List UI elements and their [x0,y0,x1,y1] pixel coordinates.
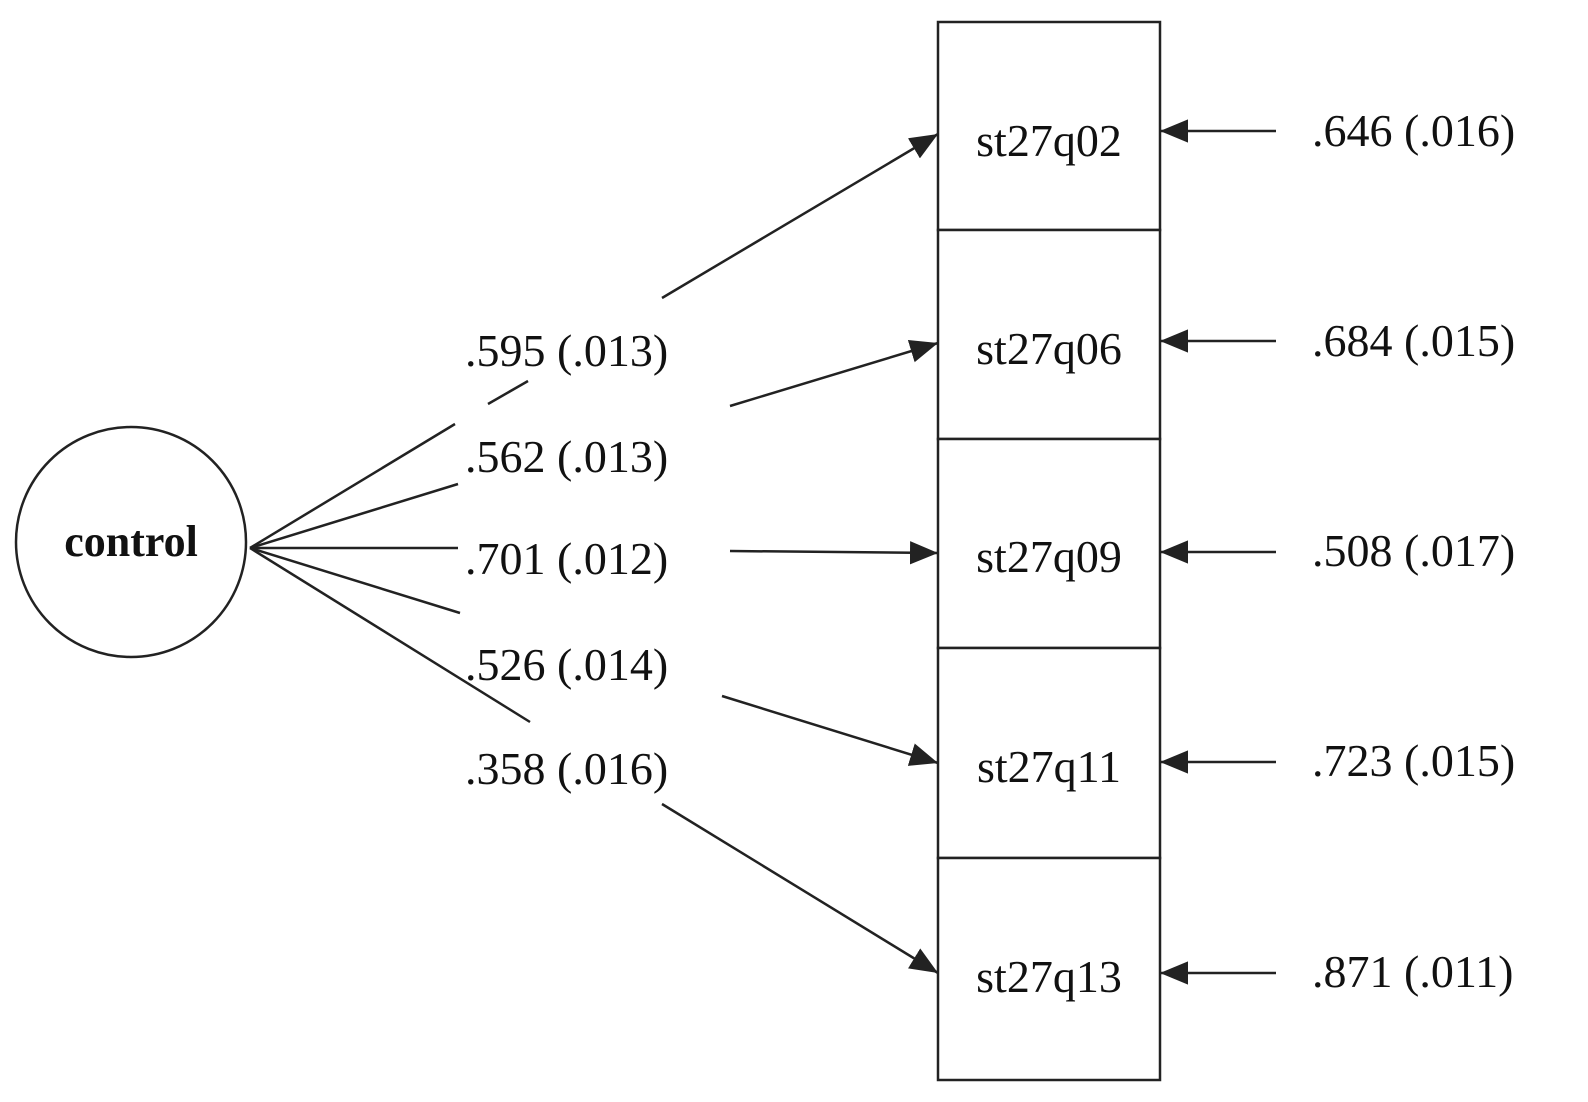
indicator-box [936,228,1162,441]
loading-label-1: .562 (.013) [465,431,668,482]
loading-edge-0-head [661,132,939,300]
loading-edge-0-tail [249,422,456,550]
loading-edge-3-tail [249,546,461,615]
loading-edge-4-head [661,802,939,975]
indicator-box [936,20,1162,232]
loading-edge-0-dash [487,379,529,406]
residual-label-3: .723 (.015) [1312,735,1515,786]
loading-label-3: .526 (.014) [465,639,668,690]
loading-edge-1-head [729,339,939,408]
residual-label-4: .871 (.011) [1312,946,1513,997]
indicator-3: st27q11 [936,646,1162,860]
indicator-label: st27q13 [976,951,1122,1002]
loading-edge-2-head [729,541,939,565]
latent-label: control [64,517,198,566]
loading-label-2: .701 (.012) [465,533,668,584]
indicator-label: st27q06 [976,323,1122,374]
indicator-label: st27q11 [977,741,1121,792]
residuals: .646 (.016) .684 (.015) .508 (.017) .723… [1160,105,1515,997]
loading-edges [249,132,939,975]
indicator-1: st27q06 [936,228,1162,441]
loading-label-4: .358 (.016) [465,743,668,794]
indicator-label: st27q09 [976,531,1122,582]
indicator-label: st27q02 [976,115,1122,166]
indicator-2: st27q09 [936,437,1162,650]
indicator-box [936,646,1162,860]
residual-label-1: .684 (.015) [1312,315,1515,366]
loading-edge-1-tail [249,482,459,550]
indicator-box [936,437,1162,650]
loading-edge-4-tail [249,546,531,724]
latent-node: control [14,425,248,659]
loading-label-0: .595 (.013) [465,325,668,376]
residual-label-2: .508 (.017) [1312,525,1515,576]
indicator-4: st27q13 [936,856,1162,1082]
loading-labels: .595 (.013) .562 (.013) .701 (.012) .526… [465,325,668,794]
indicator-box [936,856,1162,1082]
residual-label-0: .646 (.016) [1312,105,1515,156]
indicator-0: st27q02 [936,20,1162,232]
latent-circle [14,425,248,659]
loading-edge-3-head [721,694,939,766]
